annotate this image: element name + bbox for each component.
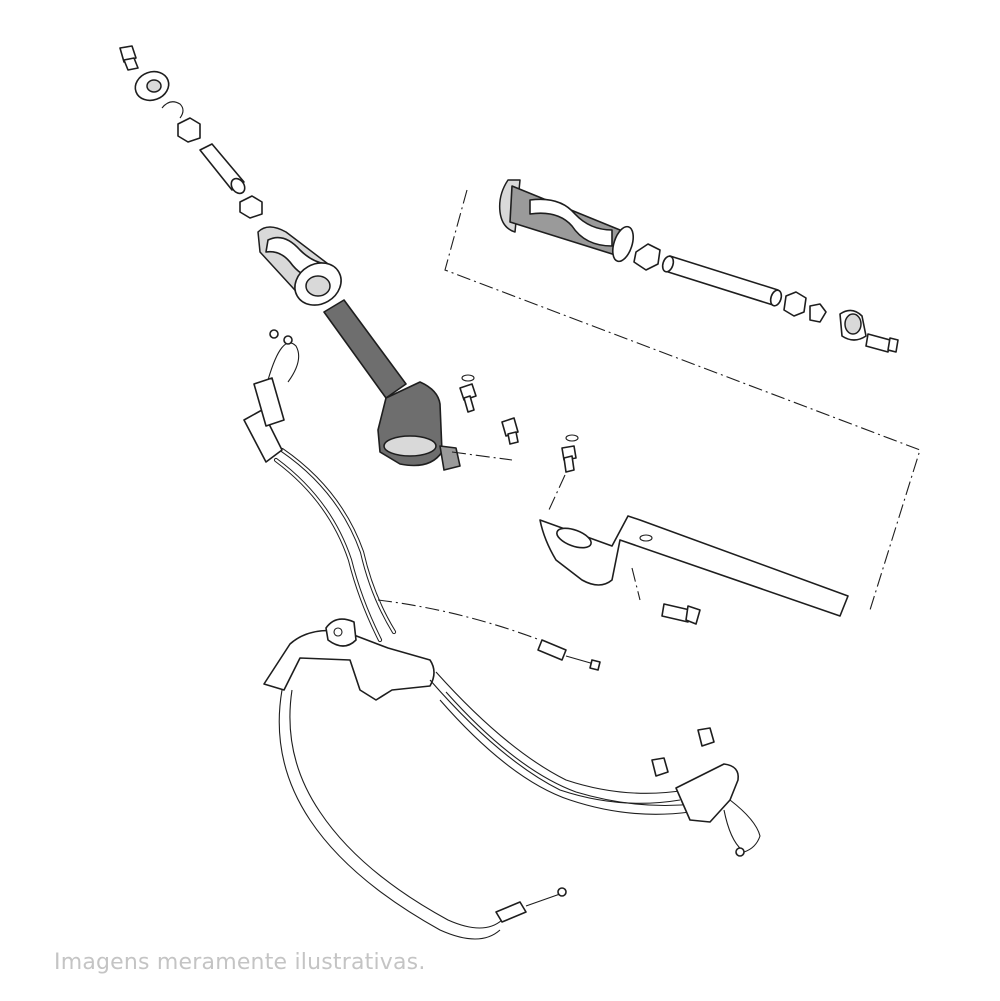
bar-end-cap-icon	[134, 70, 170, 102]
right-bar-end-weight-icon	[839, 309, 867, 341]
snap-ring-icon	[161, 101, 184, 119]
clip-on-bolt-icon	[459, 374, 477, 413]
right-end-bolt-icon	[865, 333, 899, 353]
clip-on-pinch-bolt-icon	[501, 417, 519, 445]
clip-on-handlebar-icon	[323, 299, 461, 471]
top-bolt-icon	[119, 45, 139, 71]
handlebar-tube-icon	[539, 434, 849, 625]
right-grip-icon	[498, 179, 635, 263]
right-small-nut-icon	[783, 291, 827, 323]
bar-end-nut-icon	[633, 243, 661, 271]
left-nut-icon	[177, 117, 201, 143]
left-rod-icon	[199, 143, 246, 195]
left-small-nut-icon	[239, 195, 263, 219]
left-grip-icon	[257, 226, 342, 306]
right-assembly-outline	[444, 189, 921, 611]
throttle-cable-icon	[243, 329, 761, 940]
bar-end-rod-icon	[661, 255, 783, 307]
illustrative-images-caption: Imagens meramente ilustrativas.	[54, 950, 426, 975]
